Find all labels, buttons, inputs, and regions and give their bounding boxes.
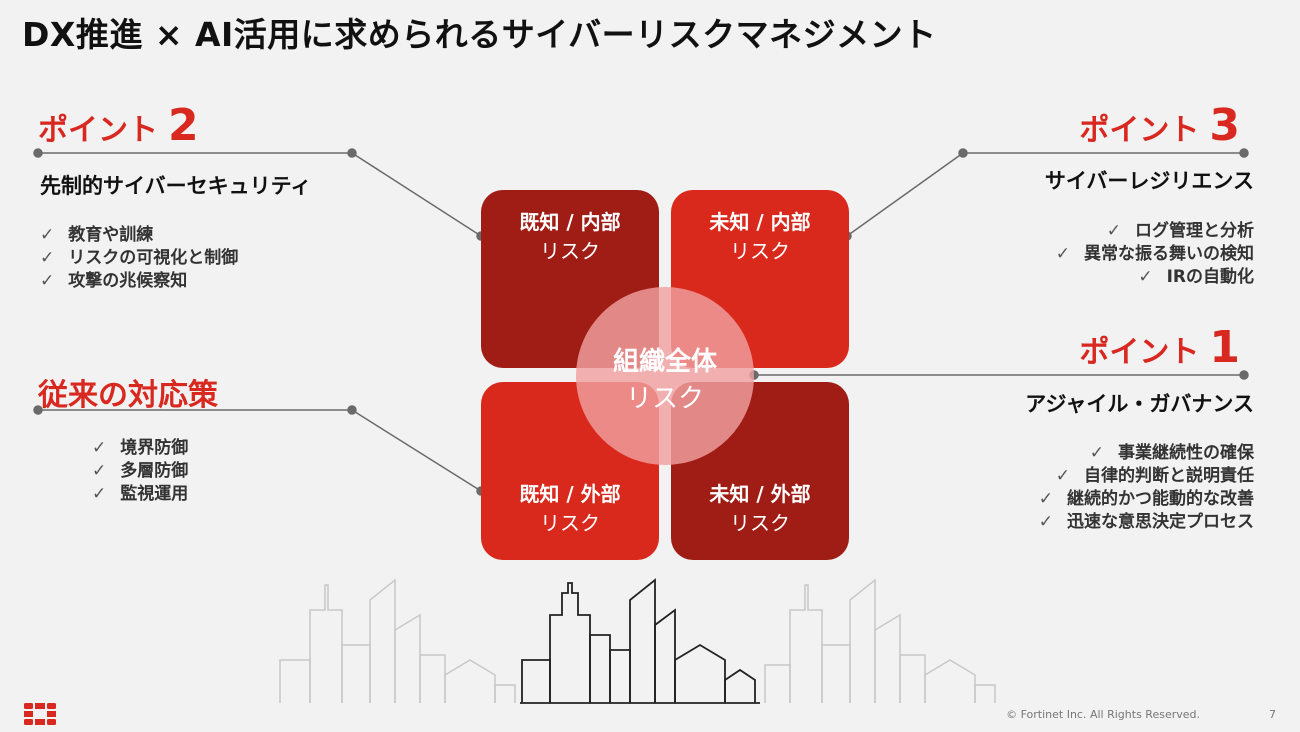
list-item: ✓監視運用 bbox=[92, 484, 189, 504]
quadrant-title: 未知 / 外部 bbox=[709, 482, 811, 506]
point3-list: ✓ログ管理と分析 ✓異常な振る舞いの検知 ✓IRの自動化 bbox=[1056, 220, 1254, 289]
center-title: 組織全体 bbox=[612, 347, 717, 377]
quadrant-title: 既知 / 外部 bbox=[519, 482, 621, 506]
point1-number: 1 bbox=[1209, 322, 1240, 373]
list-item: ✓IRの自動化 bbox=[1138, 267, 1254, 287]
check-icon: ✓ bbox=[40, 248, 55, 268]
check-icon: ✓ bbox=[1138, 267, 1153, 287]
list-item: ✓事業継続性の確保 bbox=[1089, 443, 1254, 463]
quadrant-subtitle: リスク bbox=[540, 239, 600, 263]
check-icon: ✓ bbox=[1106, 221, 1121, 241]
check-icon: ✓ bbox=[1038, 512, 1053, 532]
check-icon: ✓ bbox=[40, 271, 55, 291]
check-icon: ✓ bbox=[1089, 443, 1104, 463]
list-item: ✓迅速な意思決定プロセス bbox=[1038, 512, 1254, 532]
quadrant-title: 既知 / 内部 bbox=[519, 210, 621, 234]
point2-subtitle: 先制的サイバーセキュリティ bbox=[40, 174, 312, 198]
list-item: ✓自律的判断と説明責任 bbox=[1055, 466, 1254, 486]
list-item: ✓継続的かつ能動的な改善 bbox=[1038, 489, 1254, 509]
check-icon: ✓ bbox=[92, 438, 107, 458]
check-icon: ✓ bbox=[92, 461, 107, 481]
quadrant-subtitle: リスク bbox=[730, 239, 790, 263]
list-item: ✓リスクの可視化と制御 bbox=[40, 248, 239, 268]
conventional-list: ✓境界防御 ✓多層防御 ✓監視運用 bbox=[92, 437, 188, 506]
fortinet-logo bbox=[24, 703, 56, 725]
check-icon: ✓ bbox=[1055, 466, 1070, 486]
center-subtitle: リスク bbox=[625, 384, 704, 414]
point2-heading: ポイント 2 bbox=[38, 100, 199, 151]
quadrant-subtitle: リスク bbox=[730, 511, 790, 535]
list-item: ✓攻撃の兆候察知 bbox=[40, 271, 188, 291]
center-circle: 組織全体 リスク bbox=[576, 287, 754, 465]
check-icon: ✓ bbox=[1055, 244, 1070, 264]
page-number: 7 bbox=[1269, 708, 1276, 721]
check-icon: ✓ bbox=[92, 484, 107, 504]
page-title: DX推進 × AI活用に求められるサイバーリスクマネジメント bbox=[22, 15, 937, 54]
list-item: ✓ログ管理と分析 bbox=[1106, 221, 1254, 241]
quadrant-unknown-external: 未知 / 外部 リスク bbox=[671, 382, 849, 560]
quadrant-title: 未知 / 内部 bbox=[709, 210, 811, 234]
check-icon: ✓ bbox=[40, 225, 55, 245]
conventional-title: 従来の対応策 bbox=[38, 378, 218, 413]
list-item: ✓異常な振る舞いの検知 bbox=[1055, 244, 1254, 264]
point3-subtitle: サイバーレジリエンス bbox=[1044, 169, 1254, 193]
point3-heading: ポイント 3 bbox=[1079, 100, 1240, 151]
copyright-text: © Fortinet Inc. All Rights Reserved. bbox=[1006, 708, 1200, 721]
point2-number: 2 bbox=[168, 100, 199, 151]
point3-label: ポイント bbox=[1079, 113, 1200, 148]
point1-subtitle: アジャイル・ガバナンス bbox=[1025, 392, 1254, 416]
point1-list: ✓事業継続性の確保 ✓自律的判断と説明責任 ✓継続的かつ能動的な改善 ✓迅速な意… bbox=[1039, 442, 1254, 534]
point3-number: 3 bbox=[1209, 100, 1240, 151]
list-item: ✓境界防御 bbox=[92, 438, 189, 458]
list-item: ✓多層防御 bbox=[92, 461, 189, 481]
list-item: ✓教育や訓練 bbox=[40, 225, 154, 245]
point1-label: ポイント bbox=[1079, 335, 1200, 370]
point2-label: ポイント bbox=[38, 113, 158, 148]
check-icon: ✓ bbox=[1038, 489, 1053, 509]
quadrant-subtitle: リスク bbox=[540, 511, 600, 535]
point2-list: ✓教育や訓練 ✓リスクの可視化と制御 ✓攻撃の兆候察知 bbox=[40, 224, 238, 293]
point1-heading: ポイント 1 bbox=[1079, 322, 1240, 373]
city-skyline-illustration bbox=[279, 578, 996, 704]
